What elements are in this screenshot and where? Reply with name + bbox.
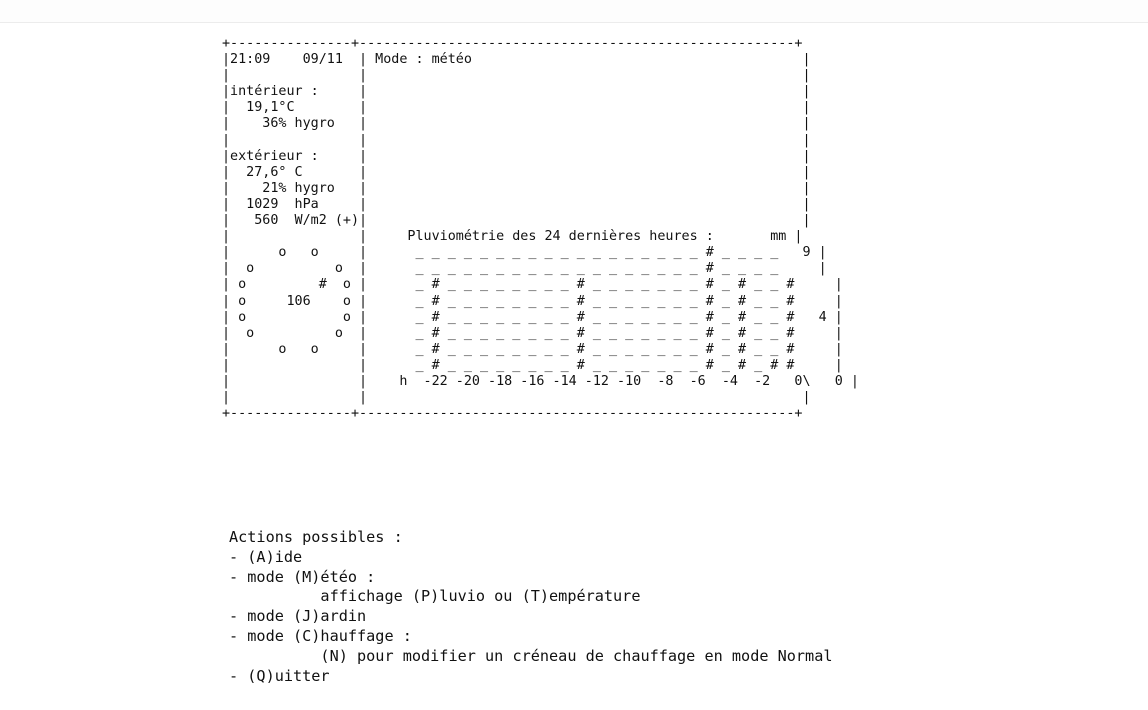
action-weather-mode: - mode (M)étéo : [229,567,376,586]
compass-rain-row: | o # o | _ # _ _ _ _ _ _ _ _ # _ _ _ _ … [222,277,843,293]
indoor-temperature-line: | 19,1°C | | [222,100,811,116]
frame-bottom-border: +---------------+-----------------------… [222,406,803,422]
outdoor-temperature-line: | 27,6° C | | [222,164,811,180]
pressure-line: | 1029 hPa | | [222,196,811,212]
outdoor-heading-line: |extérieur : | | [222,148,811,164]
compass-rain-row: | o o | _ # _ _ _ _ _ _ _ _ # _ _ _ _ _ … [222,341,843,357]
compass-rain-row: | o o | _ _ _ _ _ _ _ _ _ _ _ _ _ _ _ _ … [222,261,827,277]
time-date-mode-line: |21:09 09/11 | Mode : météo | [222,52,811,68]
blank-line: | | | [222,68,811,84]
compass-rain-row: | o 106 o | _ # _ _ _ _ _ _ _ _ # _ _ _ … [222,293,843,309]
rain-chart-title-line: | | Pluviométrie des 24 dernières heures… [222,229,803,245]
blank-line: | | | [222,132,811,148]
action-heating-mode: - mode (C)hauffage : [229,626,412,645]
compass-rain-row: | o o | _ # _ _ _ _ _ _ _ _ # _ _ _ _ _ … [222,309,843,325]
action-help: - (A)ide [229,547,303,566]
frame-top-border: +---------------+-----------------------… [222,36,803,51]
actions-heading: Actions possibles : [229,528,403,546]
blank-line: | | | [222,390,811,406]
rain-chart-row: | | _ # _ _ _ _ _ _ _ _ # _ _ _ _ _ _ _ … [222,357,843,373]
indoor-humidity-line: | 36% hygro | | [222,116,811,132]
indoor-heading-line: |intérieur : | | [222,84,811,100]
rain-chart-hour-axis: | | h -22 -20 -18 -16 -14 -12 -10 -8 -6 … [222,373,859,389]
terminal-screen: +---------------+-----------------------… [222,36,859,422]
browser-top-strip [0,0,1148,23]
compass-rain-row: | o o | _ # _ _ _ _ _ _ _ _ # _ _ _ _ _ … [222,325,843,341]
action-heating-edit-slot: (N) pour modifier un créneau de chauffag… [229,646,833,665]
solar-radiation-line: | 560 W/m2 (+)| | [222,213,811,229]
outdoor-humidity-line: | 21% hygro | | [222,180,811,196]
action-weather-display-options: affichage (P)luvio ou (T)empérature [229,587,641,606]
compass-rain-row: | o o | _ _ _ _ _ _ _ _ _ _ _ _ _ _ _ _ … [222,245,827,261]
action-quit: - (Q)uitter [229,666,330,685]
action-garden-mode: - mode (J)ardin [229,607,367,626]
actions-menu: Actions possibles :- (A)ide- mode (M)été… [229,528,832,686]
